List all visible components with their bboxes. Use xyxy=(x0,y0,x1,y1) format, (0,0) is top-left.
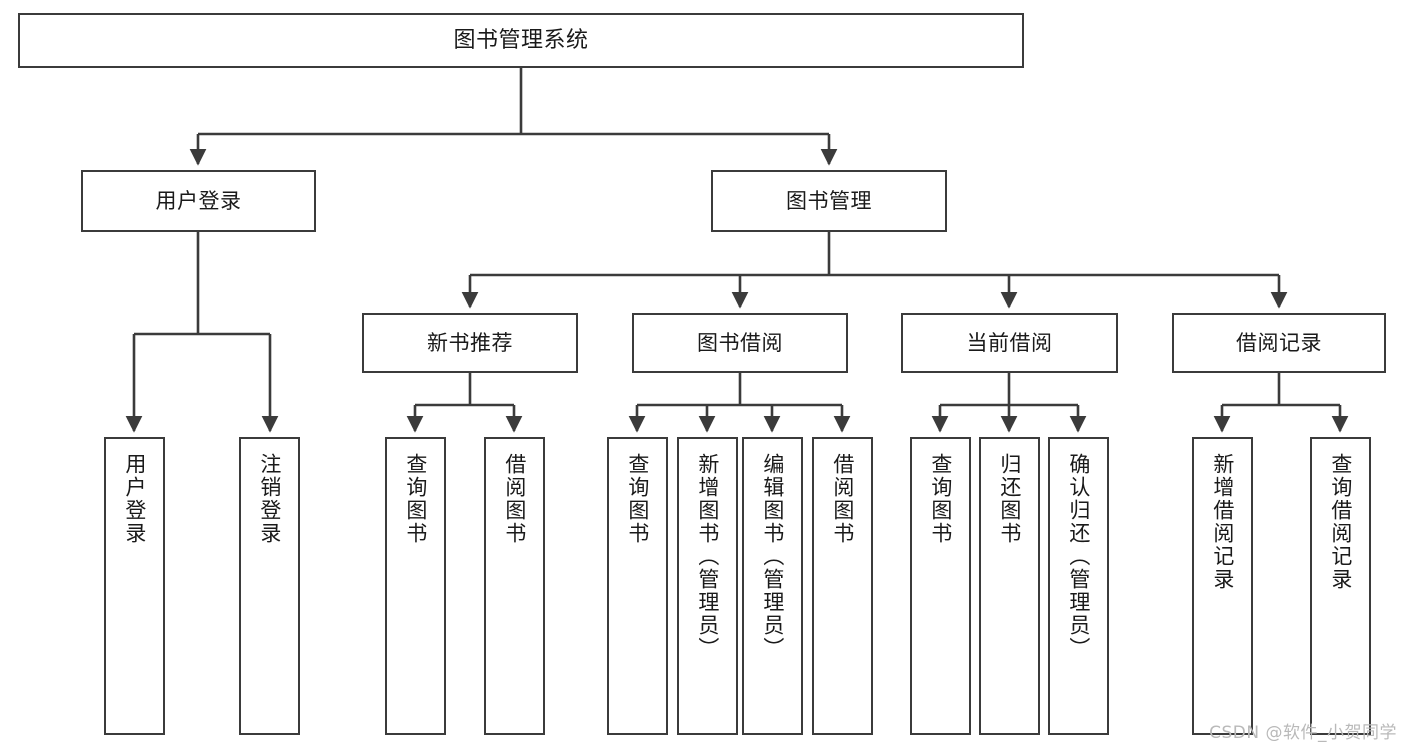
node-label: 新书推荐 xyxy=(427,330,513,355)
node-label: 确认归还（管理员） xyxy=(1066,453,1091,660)
leaf-current-return-book[interactable]: 归还图书 xyxy=(979,437,1040,735)
leaf-borrow-query-book[interactable]: 查询图书 xyxy=(607,437,668,735)
node-label: 归还图书 xyxy=(997,453,1022,545)
node-label: 新增图书（管理员） xyxy=(695,453,720,660)
node-label: 图书管理 xyxy=(786,188,872,213)
leaf-record-add-record[interactable]: 新增借阅记录 xyxy=(1192,437,1253,735)
csdn-watermark: CSDN @软件_小贺同学 xyxy=(1209,723,1397,743)
node-label: 查询图书 xyxy=(625,453,650,545)
node-label: 用户登录 xyxy=(155,188,242,213)
node-label: 注销登录 xyxy=(257,453,282,545)
node-label: 新增借阅记录 xyxy=(1210,453,1235,591)
node-label: 查询借阅记录 xyxy=(1328,453,1353,591)
node-label: 图书管理系统 xyxy=(453,27,589,53)
node-book-borrow[interactable]: 图书借阅 xyxy=(632,313,848,373)
node-label: 用户登录 xyxy=(122,453,147,545)
leaf-recommend-borrow-book[interactable]: 借阅图书 xyxy=(484,437,545,735)
node-label: 借阅图书 xyxy=(830,453,855,545)
node-user-login[interactable]: 用户登录 xyxy=(81,170,316,232)
node-label: 编辑图书（管理员） xyxy=(760,453,785,660)
node-book-management[interactable]: 图书管理 xyxy=(711,170,947,232)
node-label: 借阅记录 xyxy=(1236,330,1322,355)
node-label: 查询图书 xyxy=(928,453,953,545)
node-label: 借阅图书 xyxy=(502,453,527,545)
leaf-recommend-query-book[interactable]: 查询图书 xyxy=(385,437,446,735)
leaf-user-login-logout[interactable]: 注销登录 xyxy=(239,437,300,735)
leaf-current-query-book[interactable]: 查询图书 xyxy=(910,437,971,735)
node-new-book-recommend[interactable]: 新书推荐 xyxy=(362,313,578,373)
leaf-current-confirm-return-admin[interactable]: 确认归还（管理员） xyxy=(1048,437,1109,735)
node-borrow-record[interactable]: 借阅记录 xyxy=(1172,313,1386,373)
leaf-borrow-borrow-book[interactable]: 借阅图书 xyxy=(812,437,873,735)
node-root-system[interactable]: 图书管理系统 xyxy=(18,13,1024,68)
leaf-record-query-record[interactable]: 查询借阅记录 xyxy=(1310,437,1371,735)
node-label: 图书借阅 xyxy=(697,330,783,355)
node-label: 查询图书 xyxy=(403,453,428,545)
node-label: 当前借阅 xyxy=(966,330,1053,355)
node-current-borrow[interactable]: 当前借阅 xyxy=(901,313,1118,373)
leaf-user-login-login[interactable]: 用户登录 xyxy=(104,437,165,735)
leaf-borrow-add-book-admin[interactable]: 新增图书（管理员） xyxy=(677,437,738,735)
leaf-borrow-edit-book-admin[interactable]: 编辑图书（管理员） xyxy=(742,437,803,735)
